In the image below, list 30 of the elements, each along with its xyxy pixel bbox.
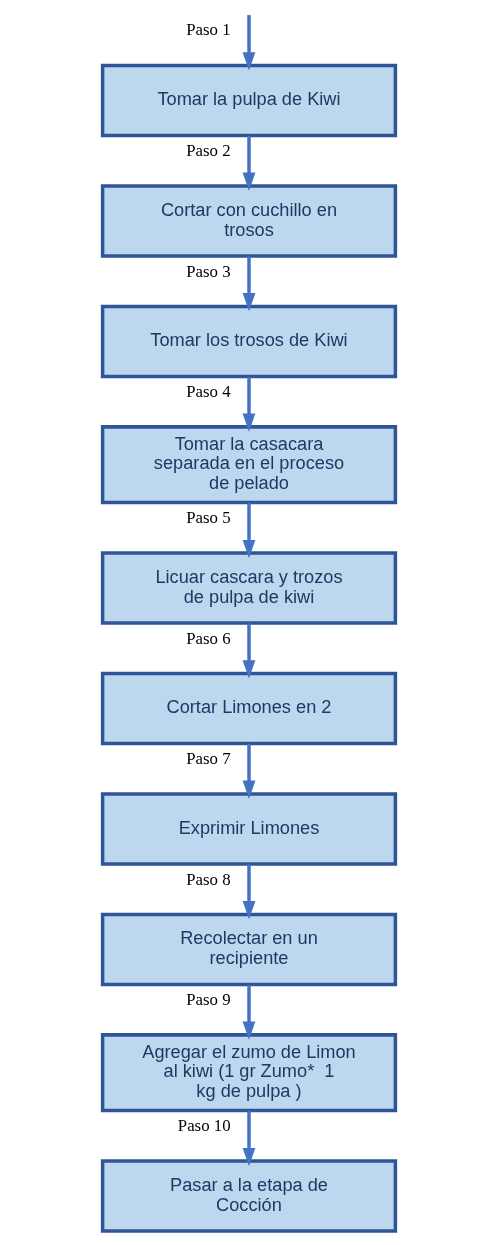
node-box: Agregar el zumo de Limon al kiwi (1 gr Zumo* 1 kg de pulpa ): [100, 1033, 397, 1113]
arrow: [242, 1110, 255, 1167]
node-box: Tomar los trosos de Kiwi: [100, 304, 397, 379]
edge-label: Paso 8: [185, 869, 231, 889]
node-box: Licuar cascara y trozos de pulpa de kiwi: [100, 551, 397, 625]
node-box: Tomar la pulpa de Kiwi: [100, 63, 397, 138]
edge-label: Paso 4: [185, 381, 231, 401]
node-box: Pasar a la etapa de Cocción: [100, 1159, 397, 1233]
node-box: Cortar Limones en 2: [100, 671, 397, 746]
arrow: [242, 135, 255, 191]
edge-label: Paso 10: [177, 1116, 231, 1136]
edge-label: Paso 6: [185, 628, 231, 648]
arrow: [242, 15, 255, 71]
edge-label: Paso 3: [185, 261, 231, 281]
arrow: [242, 502, 255, 559]
edge-label: Paso 7: [185, 749, 231, 769]
edge-label: Paso 1: [185, 19, 231, 39]
arrow: [242, 743, 255, 799]
arrow: [242, 256, 255, 312]
arrow: [242, 985, 255, 1040]
edge-label: Paso 9: [185, 989, 231, 1009]
node-box: Tomar la casacara separada en el proceso de pelado: [100, 425, 397, 505]
arrow: [242, 864, 255, 920]
arrow: [242, 623, 255, 679]
node-box: Exprimir Limones: [100, 792, 397, 866]
edge-label: Paso 5: [185, 508, 231, 528]
arrow: [242, 377, 255, 432]
node-box: Recolectar en un recipiente: [100, 912, 397, 987]
node-box: Cortar con cuchillo en trosos: [100, 184, 397, 258]
edge-label: Paso 2: [185, 141, 231, 161]
